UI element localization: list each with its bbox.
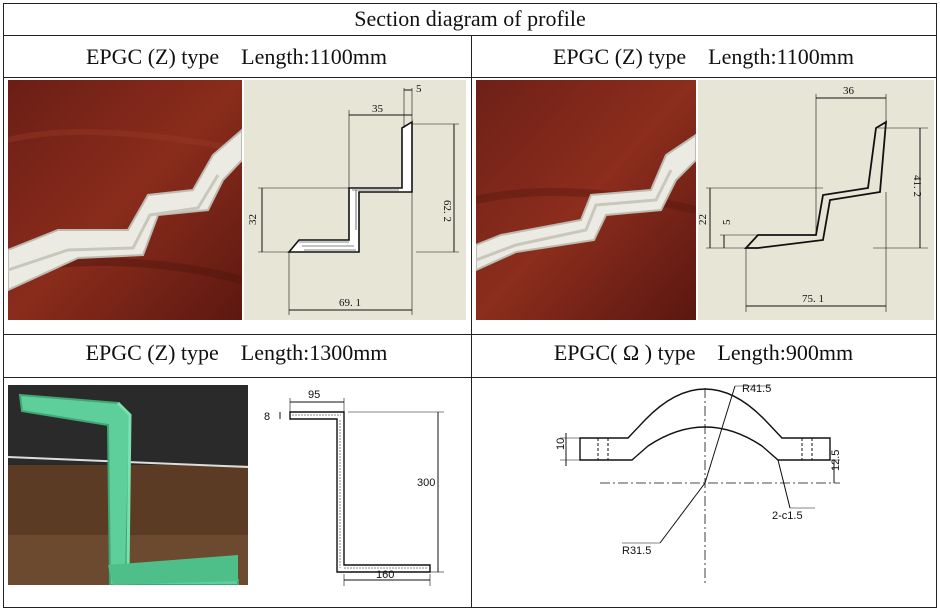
row-divider [4,334,936,335]
cell-header-1: EPGC (Z) type Length:1100mm [85,44,388,69]
dim-r-outer: R41.5 [742,383,771,395]
cell-header-2: EPGC (Z) type Length:1100mm [552,44,855,69]
dim-bottom: 75. 1 [802,293,824,305]
column-divider [471,35,472,607]
row-divider [4,35,936,36]
dim-fillet: 2-c1.5 [772,510,803,522]
dim-left-inner: 5 [721,219,733,225]
profile-photo-1 [8,80,242,320]
profile-photo-2 [476,80,696,320]
table-title: Section diagram of profile [354,6,586,31]
dim-top: 35 [372,103,384,115]
dim-left: 32 [247,214,259,225]
cell-header-3: EPGC (Z) type Length:1300mm [85,340,388,365]
dim-r-inner: R31.5 [622,545,651,557]
dim-left: 10 [555,438,567,450]
dim-bottom: 69. 1 [339,297,361,309]
dim-height: 41. 2 [911,175,923,197]
dim-thickness: 8 [264,411,270,423]
row-divider [4,77,936,78]
dim-height: 300 [417,477,435,489]
section-drawing-1: 35 5 62. 2 32 69. 1 [244,80,466,320]
dim-left: 22 [698,214,709,225]
dim-right: 12.5 [830,450,842,471]
dim-top: 95 [308,389,320,401]
dim-height: 62. 2 [441,200,453,222]
profile-table [3,3,937,608]
dim-bottom: 160 [376,569,394,581]
section-drawing-3: 95 8 300 160 [252,380,464,590]
section-drawing-2: 36 41. 2 22 5 75. 1 [698,80,934,320]
dim-top-small: 5 [416,83,422,95]
dim-top: 36 [843,85,855,97]
row-divider [4,377,936,378]
section-drawing-4: R41.5 R31.5 10 12.5 2-c1.5 [540,378,870,593]
profile-photo-3 [8,385,248,585]
cell-header-4: EPGC( Ω ) type Length:900mm [553,340,854,365]
